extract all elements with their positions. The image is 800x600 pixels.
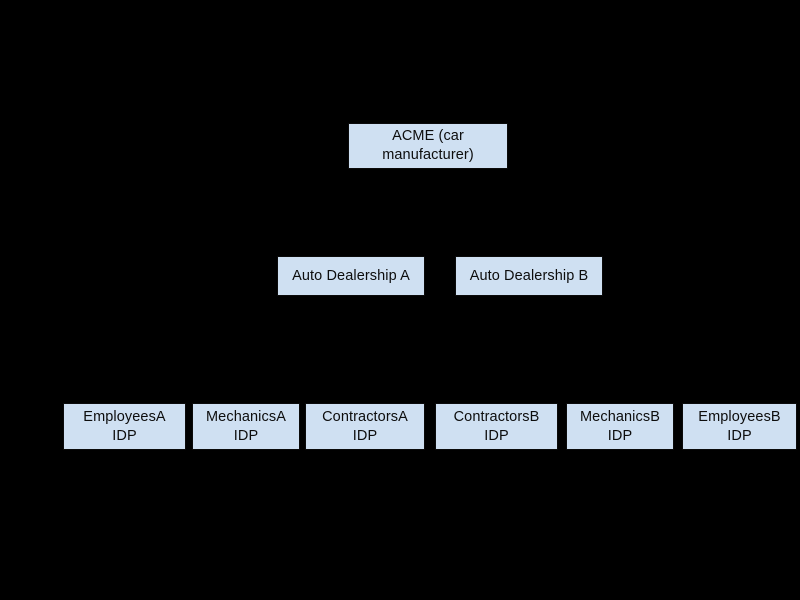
edge-acme-to-dealership-a — [350, 169, 429, 256]
node-auto-dealership-a-label: Auto Dealership A — [292, 267, 410, 284]
node-auto-dealership-b-label: Auto Dealership B — [469, 267, 589, 284]
node-contractors-b-idp[interactable]: ContractorsB IDP — [435, 403, 558, 450]
edge-dealership-b-to-mechanics-b — [528, 296, 621, 403]
edge-dealership-a-to-employees-a — [123, 296, 352, 403]
node-auto-dealership-a[interactable]: Auto Dealership A — [277, 256, 425, 296]
node-employees-b-idp[interactable]: EmployeesB IDP — [682, 403, 797, 450]
node-mechanics-a-idp-label: MechanicsA IDP — [206, 408, 286, 444]
edge-dealership-b-to-employees-b — [528, 296, 740, 403]
node-employees-a-idp-label: EmployeesA IDP — [83, 408, 166, 444]
edge-acme-to-dealership-b — [427, 169, 530, 256]
node-mechanics-b-idp[interactable]: MechanicsB IDP — [566, 403, 674, 450]
node-acme-label: ACME (car manufacturer) — [382, 128, 474, 163]
node-contractors-a-idp[interactable]: ContractorsA IDP — [305, 403, 425, 450]
node-mechanics-b-idp-label: MechanicsB IDP — [580, 408, 660, 444]
edge-dealership-a-to-mechanics-a — [245, 296, 352, 403]
node-contractors-a-idp-label: ContractorsA IDP — [322, 408, 408, 444]
node-employees-b-idp-label: EmployeesB IDP — [698, 408, 781, 444]
node-acme[interactable]: ACME (car manufacturer) — [348, 123, 508, 169]
edge-dealership-a-to-contractors-a — [350, 296, 366, 403]
node-mechanics-a-idp[interactable]: MechanicsA IDP — [192, 403, 300, 450]
edge-dealership-b-to-contractors-b — [495, 296, 530, 403]
node-contractors-b-idp-label: ContractorsB IDP — [453, 408, 540, 444]
node-employees-a-idp[interactable]: EmployeesA IDP — [63, 403, 186, 450]
node-auto-dealership-b[interactable]: Auto Dealership B — [455, 256, 603, 296]
